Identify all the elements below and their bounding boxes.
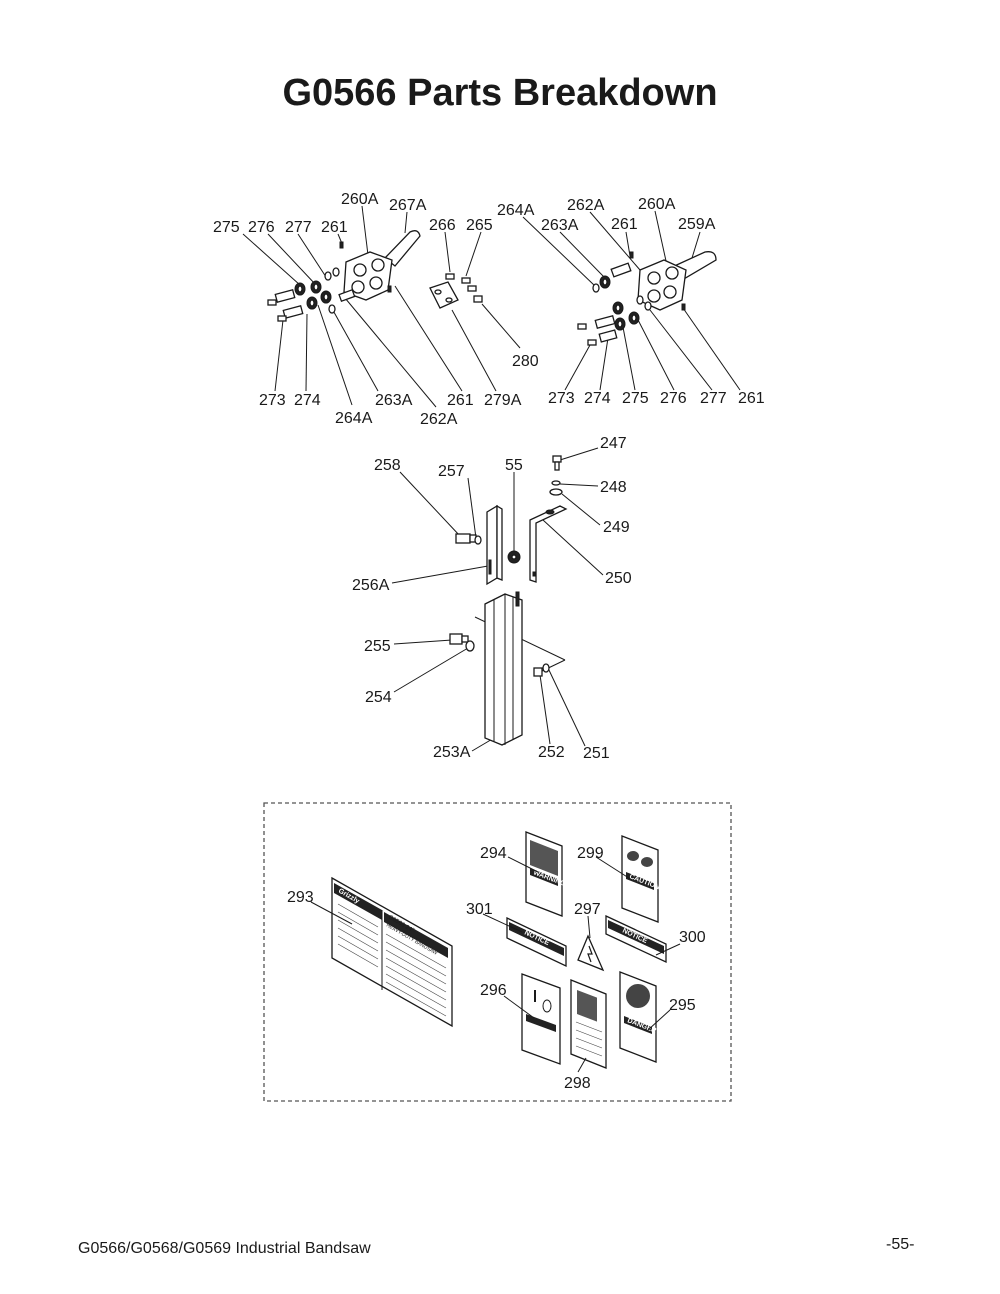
label-263a: 263A — [375, 392, 413, 409]
label-251: 251 — [583, 745, 610, 762]
label-277-right: 277 — [700, 390, 727, 407]
label-280: 280 — [512, 353, 539, 370]
middle-assembly: 258 257 55 247 248 249 250 256A 255 254 … — [352, 435, 632, 762]
label-259a: 259A — [678, 216, 716, 233]
footer-page-number: -55- — [886, 1236, 915, 1253]
decal-299: CAUTION — [621, 835, 661, 923]
footer-manual-title: G0566/G0568/G0569 Industrial Bandsaw — [78, 1240, 371, 1257]
decal-301: NOTICE — [506, 916, 567, 968]
label-297: 297 — [574, 901, 601, 918]
label-274-right: 274 — [584, 390, 611, 407]
label-267a: 267A — [389, 197, 427, 214]
label-273-right: 273 — [548, 390, 575, 407]
label-276-right: 276 — [660, 390, 687, 407]
label-255: 255 — [364, 638, 391, 655]
label-299: 299 — [577, 845, 604, 862]
label-263a-right: 263A — [541, 217, 579, 234]
label-253a: 253A — [433, 744, 471, 761]
label-258: 258 — [374, 457, 401, 474]
decals-border — [263, 802, 732, 1102]
label-295: 295 — [669, 997, 696, 1014]
label-257: 257 — [438, 463, 465, 480]
decal-296 — [521, 973, 561, 1065]
label-247: 247 — [600, 435, 627, 452]
label-279a: 279A — [484, 392, 522, 409]
label-275: 275 — [213, 219, 240, 236]
label-249: 249 — [603, 519, 630, 536]
label-296: 296 — [480, 982, 507, 999]
decal-297 — [577, 934, 605, 972]
label-264a-right: 264A — [497, 202, 535, 219]
label-294: 294 — [480, 845, 507, 862]
label-275-right: 275 — [622, 390, 649, 407]
page-title: G0566 Parts Breakdown — [282, 72, 718, 114]
label-250: 250 — [605, 570, 632, 587]
label-252: 252 — [538, 744, 565, 761]
label-260a: 260A — [341, 191, 379, 208]
label-248: 248 — [600, 479, 627, 496]
label-293: 293 — [287, 889, 314, 906]
decal-300: NOTICE — [605, 914, 667, 964]
label-260a-right: 260A — [638, 196, 676, 213]
decals-section: Grizzly G0566 24" HEAVY-DUTY BANDSAW — [263, 802, 732, 1102]
decal-298 — [570, 979, 607, 1069]
label-276: 276 — [248, 219, 275, 236]
label-274: 274 — [294, 392, 321, 409]
label-261-lower: 261 — [447, 392, 474, 409]
decal-293-id-plate: Grizzly G0566 24" HEAVY-DUTY BANDSAW — [331, 876, 453, 1028]
top-left-assembly: 260A 267A 275 276 277 261 273 274 264A 2… — [213, 191, 474, 428]
label-273: 273 — [259, 392, 286, 409]
label-300: 300 — [679, 929, 706, 946]
label-256a: 256A — [352, 577, 390, 594]
top-right-assembly: 264A 262A 263A 260A 261 259A 273 274 275… — [497, 196, 765, 407]
label-261: 261 — [321, 219, 348, 236]
top-middle-assembly: 266 265 280 279A — [429, 217, 539, 409]
label-261-right: 261 — [611, 216, 638, 233]
label-298: 298 — [564, 1075, 591, 1092]
label-261-right-lower: 261 — [738, 390, 765, 407]
label-277: 277 — [285, 219, 312, 236]
label-301: 301 — [466, 901, 493, 918]
label-266: 266 — [429, 217, 456, 234]
label-262a-right: 262A — [567, 197, 605, 214]
label-262a: 262A — [420, 411, 458, 428]
label-265: 265 — [466, 217, 493, 234]
label-55: 55 — [505, 457, 523, 474]
decal-295: DANGER — [619, 971, 657, 1063]
label-264a: 264A — [335, 410, 373, 427]
label-254: 254 — [365, 689, 392, 706]
decal-294: WARNING — [525, 831, 567, 917]
